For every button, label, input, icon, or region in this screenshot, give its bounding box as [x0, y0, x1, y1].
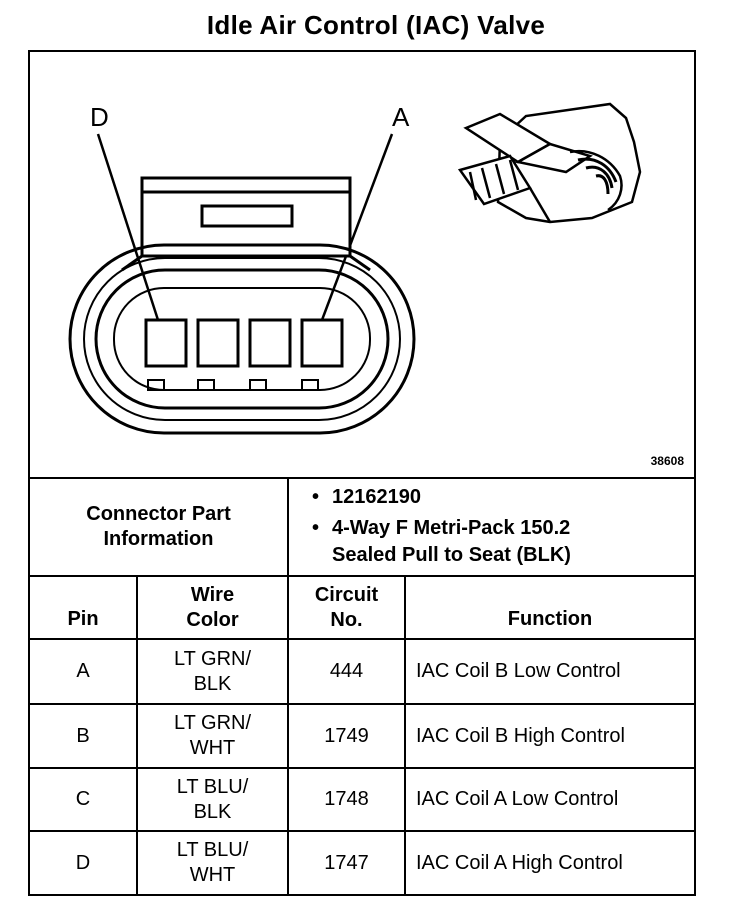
table-row-circuit: 1748	[324, 788, 369, 810]
wire-color-line1: LT BLU/	[176, 775, 249, 798]
table-row-function: IAC Coil B High Control	[416, 724, 625, 747]
part-number-item: • 12162190	[292, 484, 692, 511]
divider	[136, 575, 138, 894]
page-title: Idle Air Control (IAC) Valve	[206, 10, 546, 40]
pin-label-a: A	[392, 102, 410, 132]
table-row-function: IAC Coil B Low Control	[416, 660, 621, 682]
table-row-pin: C	[75, 788, 91, 810]
table-row-function: IAC Coil A Low Control	[416, 788, 619, 810]
wire-color-line2: BLK	[193, 672, 232, 695]
divider	[404, 575, 406, 894]
divider	[30, 767, 694, 769]
header-wire-line1: Wire	[190, 583, 235, 606]
table-row-pin: A	[76, 660, 90, 682]
divider	[287, 477, 289, 577]
divider	[30, 477, 694, 479]
divider	[30, 703, 694, 705]
figure-number: 38608	[650, 454, 684, 468]
header-circuit-line1: Circuit	[314, 583, 379, 606]
table-row-wire: LT GRN/ BLK	[138, 640, 287, 703]
header-circuit-no: Circuit No.	[289, 577, 404, 638]
header-wire-line2: Color	[186, 608, 239, 631]
wire-color-line1: LT GRN/	[173, 647, 252, 670]
divider	[30, 638, 694, 640]
divider	[287, 575, 289, 894]
wire-color-line1: LT GRN/	[173, 712, 252, 734]
table-row-circuit: 1747	[324, 851, 369, 874]
table-row-function: IAC Coil A High Control	[416, 851, 623, 874]
wire-color-line2: WHT	[189, 864, 236, 886]
table-row-wire: LT GRN/ WHT	[138, 705, 287, 767]
part-info-details: • 12162190 • 4-Way F Metri-Pack 150.2 Se…	[292, 484, 692, 569]
connector-diagram: D A	[68, 102, 642, 435]
part-description-line2: Sealed Pull to Seat (BLK)	[332, 544, 571, 566]
connector-face-icon	[68, 176, 416, 435]
table-row-pin: D	[75, 851, 91, 874]
part-info-label-line2: Information	[103, 528, 214, 550]
divider	[30, 575, 694, 577]
divider	[30, 830, 694, 832]
part-description-item: • 4-Way F Metri-Pack 150.2 Sealed Pull t…	[292, 515, 692, 569]
bullet-icon: •	[312, 517, 320, 539]
header-circuit-line2: No.	[330, 608, 363, 631]
document-frame: D A	[28, 50, 696, 896]
header-function: Function	[507, 608, 593, 630]
part-info-label-line1: Connector Part	[86, 503, 231, 525]
bullet-icon: •	[312, 486, 320, 508]
part-info-label: Connector Part Information	[30, 479, 287, 575]
callout-line-d	[96, 133, 160, 321]
header-wire-color: Wire Color	[138, 577, 287, 638]
wire-color-line2: BLK	[193, 800, 232, 823]
pin-label-d: D	[90, 102, 109, 132]
part-number: 12162190	[332, 486, 421, 508]
connector-3d-icon	[457, 102, 642, 224]
table-row-circuit: 1749	[324, 724, 369, 747]
header-pin: Pin	[67, 608, 99, 630]
wire-color-line2: WHT	[189, 737, 236, 759]
part-description-line1: 4-Way F Metri-Pack 150.2	[332, 517, 571, 539]
table-row-wire: LT BLU/ WHT	[138, 832, 287, 894]
table-row-wire: LT BLU/ BLK	[138, 769, 287, 830]
table-row-circuit: 444	[329, 660, 364, 682]
table-row-pin: B	[76, 724, 90, 747]
diagram-area: D A	[30, 52, 694, 477]
wire-color-line1: LT BLU/	[176, 839, 249, 861]
